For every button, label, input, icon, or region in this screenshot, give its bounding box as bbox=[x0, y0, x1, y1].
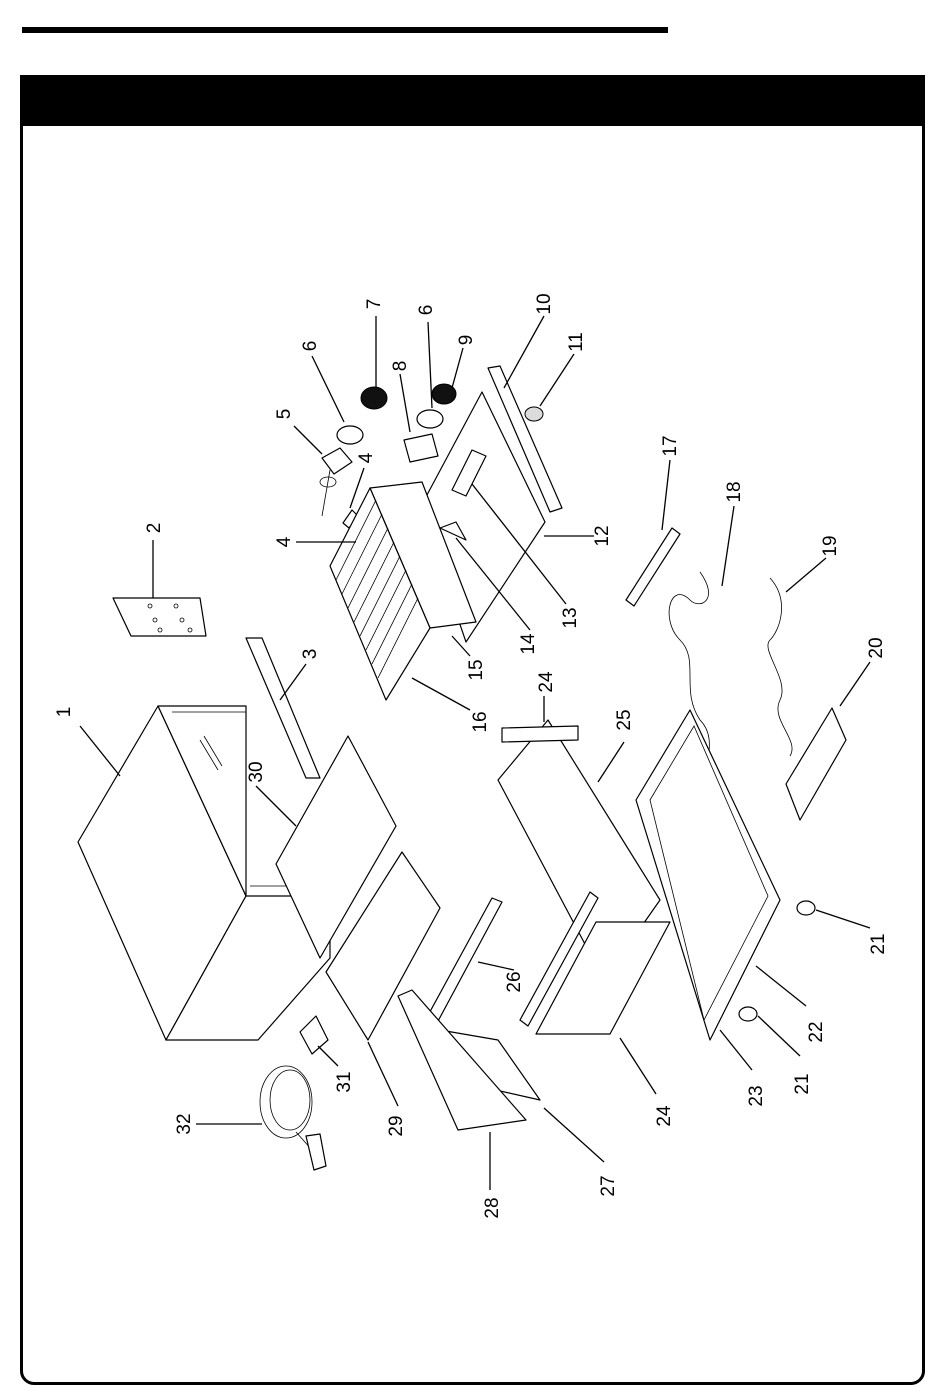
callout-4b: 4 bbox=[356, 452, 377, 463]
callout-4a: 4 bbox=[274, 536, 295, 547]
callout-31: 31 bbox=[334, 1071, 355, 1092]
callout-16: 16 bbox=[470, 711, 491, 732]
indicator-lamp-part bbox=[525, 407, 543, 421]
callout-17: 17 bbox=[660, 435, 681, 456]
callout-32: 32 bbox=[174, 1113, 195, 1134]
callout-21a: 21 bbox=[868, 933, 889, 954]
foot-part bbox=[739, 1007, 757, 1021]
callout-24a: 24 bbox=[536, 671, 557, 693]
callout-10: 10 bbox=[534, 293, 555, 314]
callout-18: 18 bbox=[724, 481, 745, 502]
callout-9: 9 bbox=[456, 335, 477, 346]
callout-15: 15 bbox=[466, 659, 487, 680]
callout-13: 13 bbox=[560, 607, 581, 628]
callout-28: 28 bbox=[482, 1197, 503, 1218]
bezel-part bbox=[417, 410, 443, 428]
drawer-part bbox=[502, 726, 578, 742]
foot-part bbox=[797, 901, 815, 915]
callout-6a: 6 bbox=[300, 341, 321, 352]
support-bracket-part bbox=[786, 708, 846, 820]
control-plate-part bbox=[113, 598, 206, 636]
thermostat-part bbox=[320, 448, 352, 516]
base-frame-part bbox=[636, 710, 780, 1040]
power-cord-part bbox=[260, 1066, 326, 1170]
drawer-part bbox=[536, 922, 670, 1034]
callout-26: 26 bbox=[504, 971, 525, 992]
callout-5: 5 bbox=[274, 409, 295, 420]
callout-3: 3 bbox=[300, 649, 321, 660]
callout-27: 27 bbox=[598, 1175, 619, 1196]
callout-21b: 21 bbox=[792, 1073, 813, 1094]
callout-22: 22 bbox=[806, 1021, 827, 1042]
callout-8: 8 bbox=[390, 361, 411, 372]
switch-part bbox=[404, 434, 438, 462]
bezel-part bbox=[337, 426, 363, 444]
callout-6b: 6 bbox=[416, 305, 437, 316]
callout-29: 29 bbox=[386, 1115, 407, 1136]
callout-7: 7 bbox=[364, 299, 385, 310]
callout-23: 23 bbox=[746, 1085, 767, 1106]
heating-element-part bbox=[768, 578, 792, 756]
callout-12: 12 bbox=[592, 525, 613, 546]
knob-part bbox=[361, 387, 387, 409]
terminal-block-part bbox=[300, 1016, 328, 1054]
callout-25: 25 bbox=[614, 709, 635, 730]
callout-30: 30 bbox=[246, 761, 267, 782]
element-bracket-part bbox=[626, 528, 680, 606]
callout-20: 20 bbox=[866, 637, 887, 658]
callout-2: 2 bbox=[144, 523, 165, 534]
callout-19: 19 bbox=[820, 535, 841, 556]
callout-11: 11 bbox=[566, 332, 587, 352]
callout-24b: 24 bbox=[654, 1105, 675, 1127]
callout-1: 1 bbox=[54, 707, 75, 718]
callout-14: 14 bbox=[518, 633, 539, 655]
